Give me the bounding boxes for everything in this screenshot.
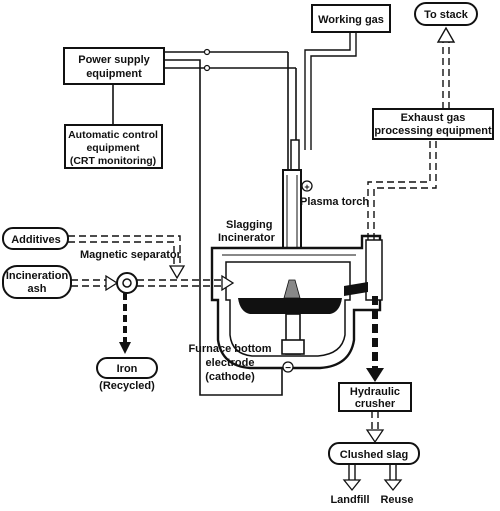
iron-label: Iron bbox=[117, 363, 138, 375]
auto-control-label-line1: Automatic control bbox=[68, 129, 158, 141]
reuse-label: Reuse bbox=[380, 494, 413, 506]
additives-box bbox=[2, 227, 69, 250]
slagging-label-line2: Incinerator bbox=[218, 232, 276, 244]
iron-box bbox=[96, 357, 158, 379]
incineration-ash-box bbox=[2, 265, 72, 299]
to-stack-label: To stack bbox=[424, 9, 469, 21]
incineration-ash-label-line1: Incineration bbox=[6, 270, 69, 282]
power-supply-label-line1: Power supply bbox=[78, 54, 150, 66]
furnace-bottom-electrode bbox=[281, 313, 305, 373]
hydraulic-crusher-label-line1: Hydraulic bbox=[350, 386, 400, 398]
incineration-ash-label-line2: ash bbox=[28, 283, 47, 295]
working-gas-box bbox=[311, 4, 391, 33]
landfill-label: Landfill bbox=[330, 494, 369, 506]
auto-control-box bbox=[64, 124, 163, 169]
slagging-incinerator bbox=[210, 234, 383, 370]
exhaust-gas-box bbox=[372, 108, 494, 140]
to-stack-box bbox=[414, 2, 478, 26]
material-flows bbox=[68, 26, 456, 492]
exhaust-gas-label-line2: processing equipment bbox=[374, 125, 492, 137]
furnace-label-line2: electrode bbox=[206, 357, 255, 369]
hydraulic-crusher-box bbox=[338, 382, 412, 412]
minus-sign: − bbox=[285, 363, 291, 374]
power-supply-label-line2: equipment bbox=[86, 68, 142, 80]
minus-terminal bbox=[282, 361, 294, 373]
furnace-label-line1: Furnace bottom bbox=[188, 343, 271, 355]
magnetic-separator bbox=[116, 272, 138, 294]
working-gas-line bbox=[304, 32, 357, 150]
auto-control-label-line2: equipment bbox=[86, 142, 140, 154]
furnace-label-line3: (cathode) bbox=[205, 371, 255, 383]
plus-terminal bbox=[301, 180, 313, 192]
crushed-slag-label: Clushed slag bbox=[340, 449, 408, 461]
plus-sign: + bbox=[304, 182, 309, 192]
crushed-slag-box bbox=[328, 442, 420, 465]
magnetic-separator-label: Magnetic separator bbox=[80, 249, 182, 261]
additives-label: Additives bbox=[11, 234, 61, 246]
working-gas-label: Working gas bbox=[318, 14, 384, 26]
iron-recycled-label: (Recycled) bbox=[99, 380, 155, 392]
slagging-label-line1: Slagging bbox=[226, 219, 272, 231]
exhaust-gas-label-line1: Exhaust gas bbox=[401, 112, 466, 124]
hydraulic-crusher-label-line2: crusher bbox=[355, 398, 396, 410]
auto-control-label-line3: (CRT monitoring) bbox=[70, 155, 156, 167]
plasma-torch-label: Plasma torch bbox=[300, 196, 369, 208]
power-supply-box bbox=[63, 47, 165, 85]
